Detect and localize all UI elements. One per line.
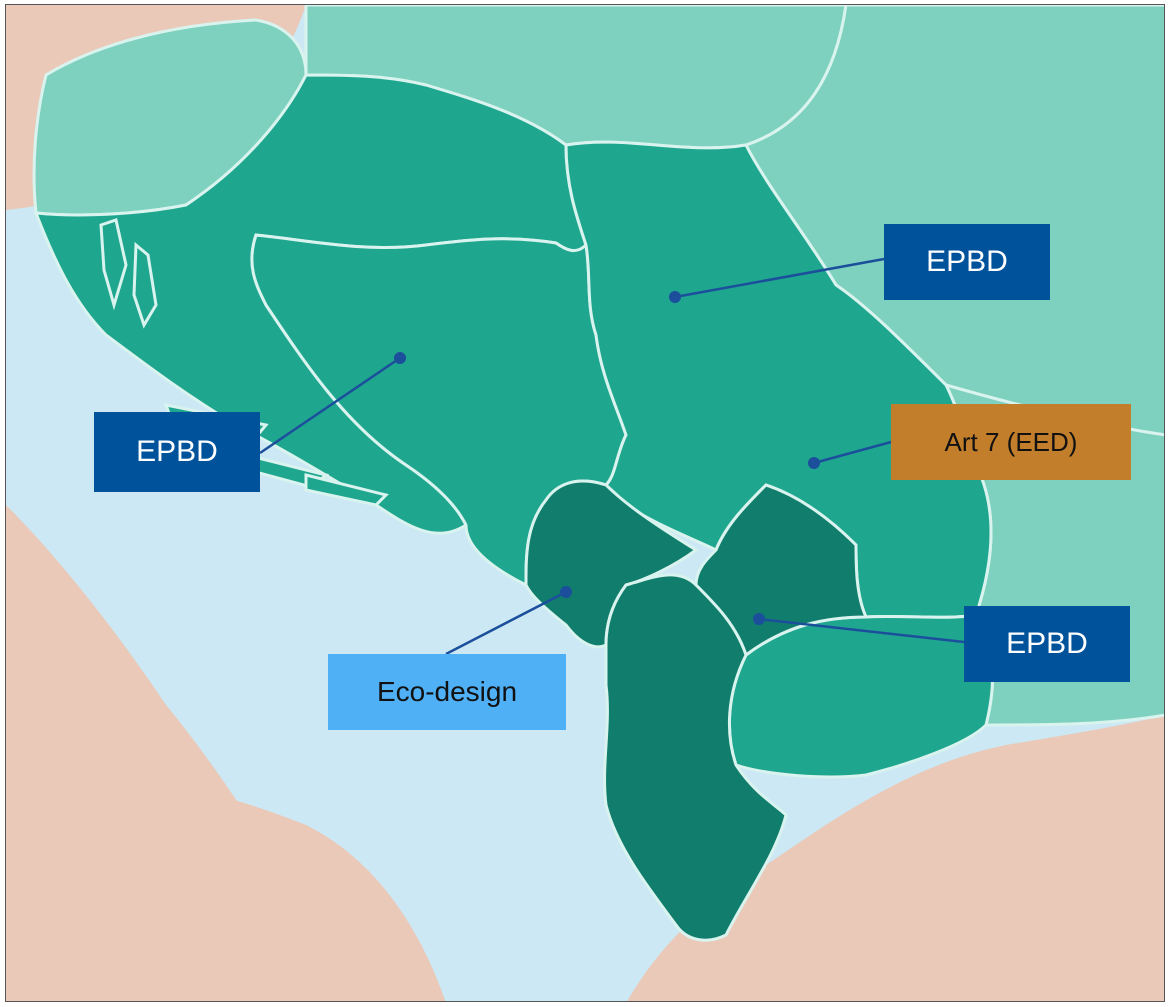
callout-line-kosovo xyxy=(758,617,965,644)
italy-peninsula-land xyxy=(6,777,446,1001)
greece-land xyxy=(627,715,1164,1001)
marker-dot-montenegro xyxy=(560,586,572,598)
albania-region xyxy=(603,573,788,942)
label-art7-eed: Art 7 (EED) xyxy=(891,404,1131,480)
croatia-island-2 xyxy=(132,241,158,329)
callout-line-serbia xyxy=(674,257,885,299)
marker-dot-kosovo xyxy=(753,613,765,625)
label-kosovo-epbd: EPBD xyxy=(964,606,1130,682)
croatia-island-5 xyxy=(304,473,389,507)
croatia-island-1 xyxy=(99,218,128,311)
map-frame: EPBD EPBD Art 7 (EED) EPBD Eco-design xyxy=(5,4,1165,1002)
label-serbia-epbd: EPBD xyxy=(884,224,1050,300)
callout-line-montenegro xyxy=(445,590,567,656)
marker-dot-serbia xyxy=(669,291,681,303)
marker-dot-east xyxy=(808,457,820,469)
callout-line-bosnia xyxy=(259,356,401,455)
balkan-map xyxy=(6,5,1164,1001)
marker-dot-bosnia xyxy=(394,352,406,364)
label-bosnia-epbd: EPBD xyxy=(94,412,260,492)
label-eco-design: Eco-design xyxy=(328,654,566,730)
callout-line-east xyxy=(813,440,892,465)
